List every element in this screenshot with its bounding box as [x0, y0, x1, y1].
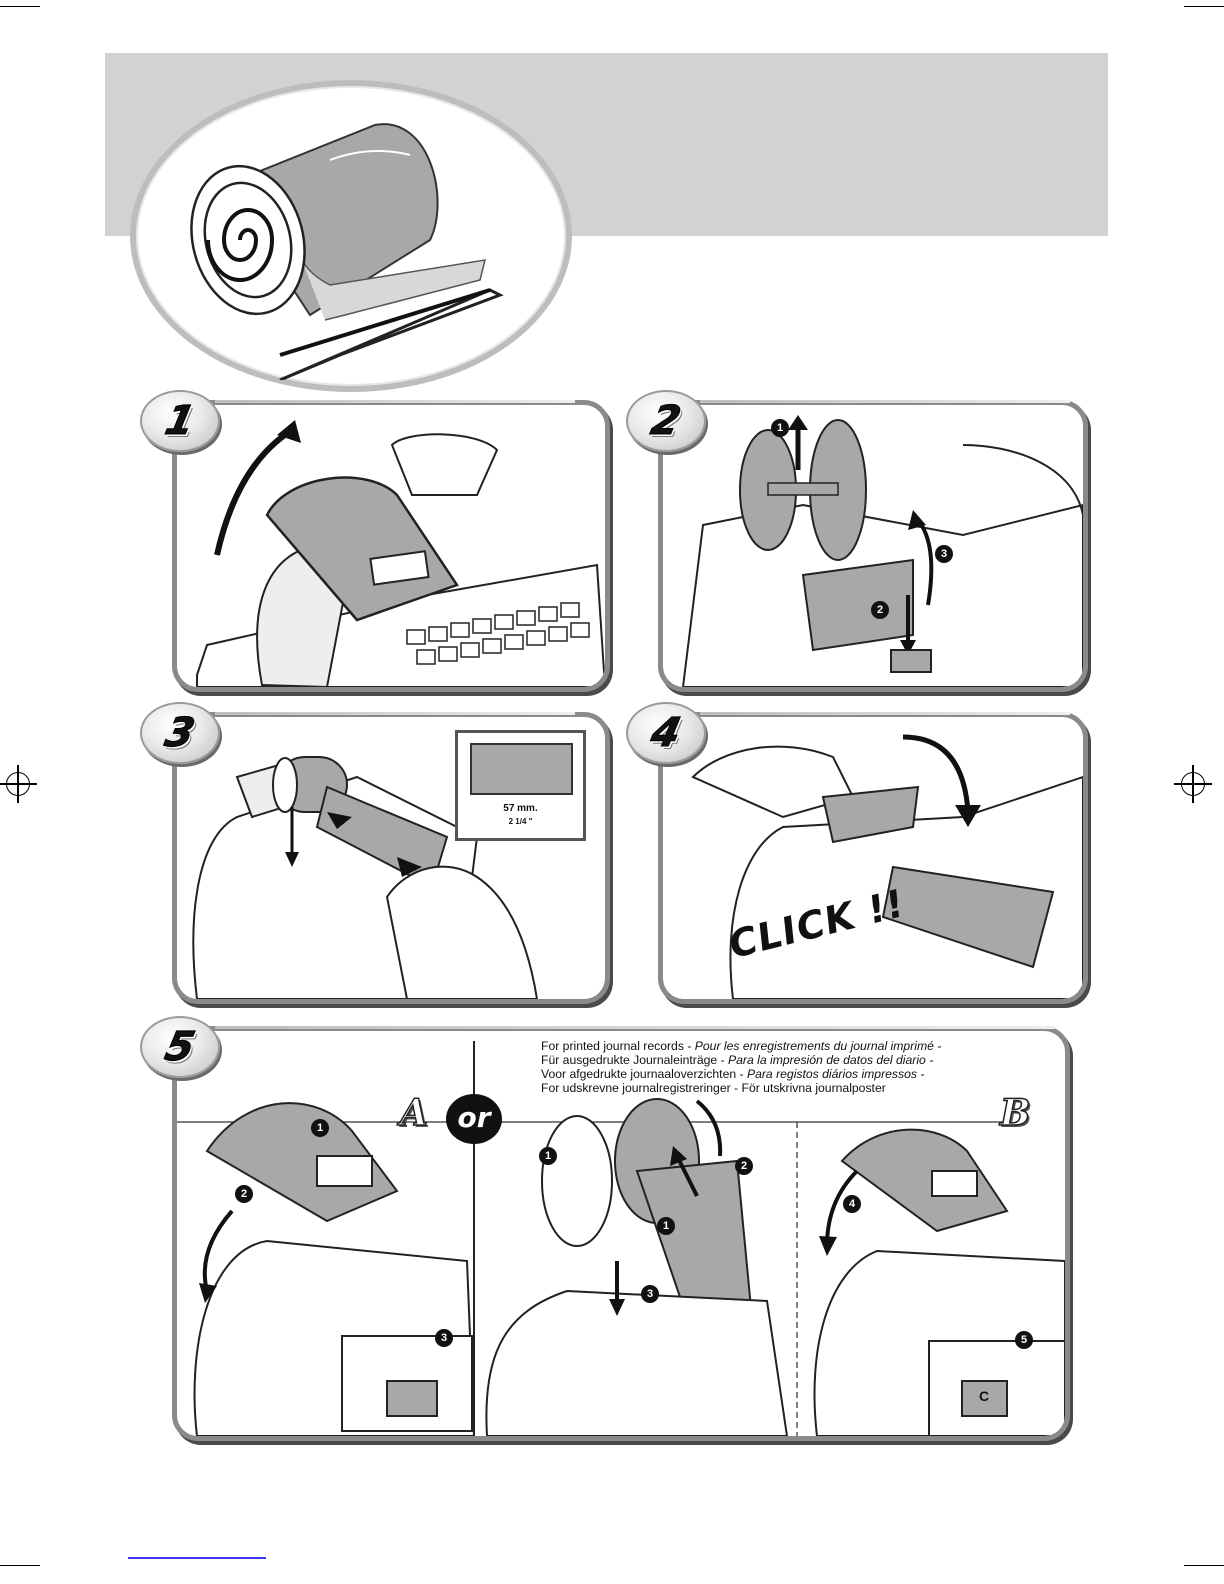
step-marker: 3 [641, 1285, 659, 1303]
crop-mark [0, 6, 40, 7]
cover-closing-illustration [691, 734, 1083, 999]
registration-mark [1174, 765, 1212, 803]
step-marker: 2 [735, 1157, 753, 1175]
option-b-label: B [999, 1091, 1031, 1135]
step-panel-1 [172, 400, 610, 692]
step-marker: 3 [435, 1329, 453, 1347]
step-marker: 3 [935, 545, 953, 563]
step-marker: 1 [311, 1119, 329, 1137]
badge-underline [700, 400, 1070, 403]
badge-underline [215, 400, 575, 403]
step-badge-2: 2 [626, 390, 706, 452]
step-marker: 4 [843, 1195, 861, 1213]
paper-width-spec: 57 mm. 2 1/4 " [455, 730, 586, 841]
step-panel-5: 1 2 3 1 2 1 3 4 5 C [172, 1026, 1070, 1441]
crop-mark [1184, 1565, 1224, 1566]
paper-width-in: 2 1/4 " [508, 817, 533, 826]
step-marker: 1 [657, 1217, 675, 1235]
journal-line: For udskrevne journalregistreringer - Fö… [541, 1081, 886, 1095]
key-c-label: C [979, 1388, 990, 1404]
step-badge-5: 5 [140, 1016, 220, 1078]
paper-width-mm: 57 mm. [503, 803, 538, 814]
bottom-rule [128, 1557, 266, 1559]
option-or-label: or [446, 1094, 502, 1144]
journal-options-illustration [177, 1041, 1065, 1436]
step-badge-1: 1 [140, 390, 220, 452]
step-badge-4: 4 [626, 702, 706, 764]
step-marker: 1 [771, 419, 789, 437]
step-panel-4 [658, 712, 1088, 1004]
paper-roll-illustration [190, 123, 504, 380]
step-marker: 5 [1015, 1331, 1033, 1349]
paper-width-swatch [470, 743, 573, 795]
step-panel-2: 1 2 3 [658, 400, 1088, 692]
option-a-label: A [399, 1091, 428, 1135]
badge-underline [215, 1026, 1055, 1029]
registration-mark [0, 765, 37, 803]
badge-underline [700, 712, 1070, 715]
journal-line: Für ausgedrukte Journaleinträge - Para l… [541, 1053, 934, 1067]
step-marker: 2 [235, 1185, 253, 1203]
step-marker: 1 [539, 1147, 557, 1165]
journal-line: For printed journal records - Pour les e… [541, 1039, 942, 1053]
step-badge-3: 3 [140, 702, 220, 764]
crop-mark [1184, 6, 1224, 7]
step-marker: 2 [871, 601, 889, 619]
crop-mark [0, 1565, 40, 1566]
spool-removal-illustration [681, 415, 1083, 687]
register-cover-illustration [196, 420, 605, 687]
paper-roll-ellipse [130, 80, 572, 392]
journal-instructions: For printed journal records - Pour les e… [541, 1039, 941, 1095]
paper-insertion-illustration [192, 755, 539, 999]
journal-line: Voor afgedrukte journaaloverzichten - Pa… [541, 1067, 925, 1081]
badge-underline [215, 712, 575, 715]
